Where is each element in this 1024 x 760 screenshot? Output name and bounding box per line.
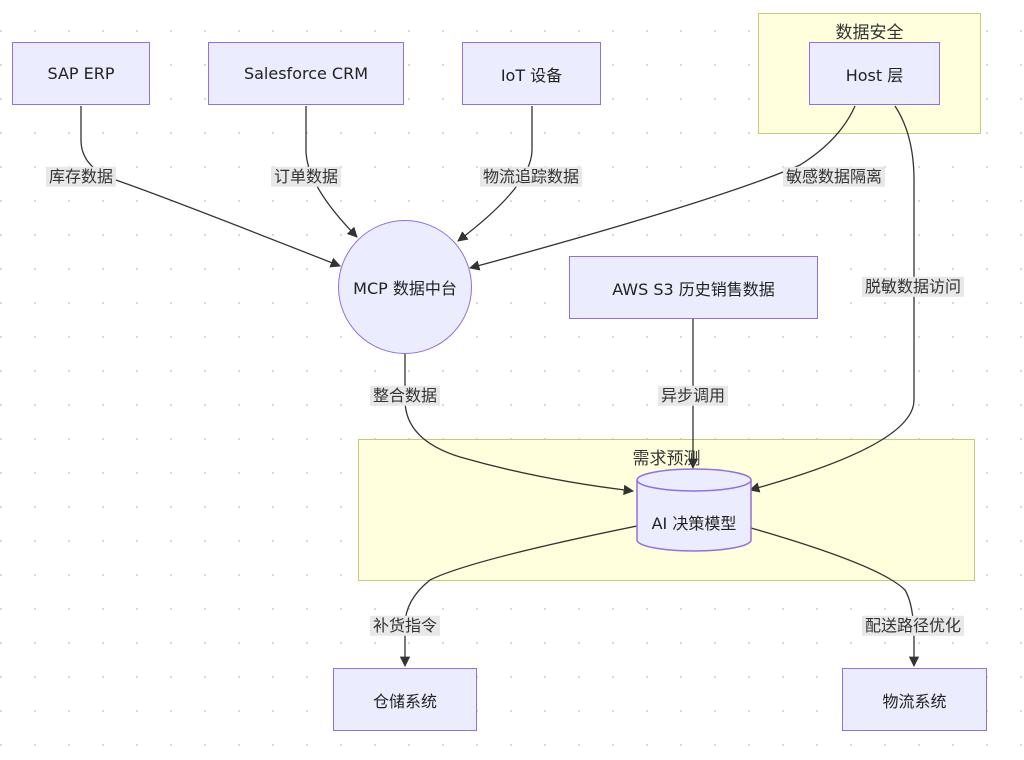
node-logistics-system[interactable]: 物流系统 (842, 668, 987, 731)
node-mcp-data-platform[interactable]: MCP 数据中台 (338, 220, 472, 354)
edge-sap-to-mcp (80, 106, 341, 268)
edge-label-inventory-data: 库存数据 (45, 166, 117, 188)
edge-mcp-to-ai (404, 353, 635, 496)
node-warehouse-system[interactable]: 仓储系统 (333, 668, 477, 731)
group-demand-forecast: 需求预测 (358, 439, 975, 581)
node-host-layer[interactable]: Host 层 (809, 42, 940, 105)
edge-label-replenish-order: 补货指令 (369, 615, 441, 637)
edge-host-to-mcp (468, 105, 856, 271)
node-iot-device[interactable]: IoT 设备 (462, 42, 601, 105)
edge-label-logistics-tracking: 物流追踪数据 (479, 166, 583, 188)
edge-ai-to-warehouse (399, 525, 638, 668)
edge-host-to-ai (748, 105, 915, 493)
node-sap-erp[interactable]: SAP ERP (12, 42, 150, 105)
edge-label-desensitized-access: 脱敏数据访问 (861, 276, 965, 298)
group-title-demand-forecast: 需求预测 (632, 449, 701, 469)
edge-label-integrated-data: 整合数据 (369, 385, 441, 407)
node-salesforce-crm[interactable]: Salesforce CRM (208, 42, 404, 105)
group-data-security: 数据安全 (758, 13, 981, 134)
edge-label-order-data: 订单数据 (270, 166, 342, 188)
node-ai-decision-model[interactable]: AI 决策模型 (651, 514, 737, 533)
edge-label-route-optimization: 配送路径优化 (861, 615, 965, 637)
edge-label-sensitive-isolation: 敏感数据隔离 (782, 166, 886, 188)
edge-label-async-call: 异步调用 (657, 385, 729, 407)
node-aws-s3-sales-data[interactable]: AWS S3 历史销售数据 (569, 256, 818, 319)
group-title-data-security: 数据安全 (835, 23, 904, 43)
